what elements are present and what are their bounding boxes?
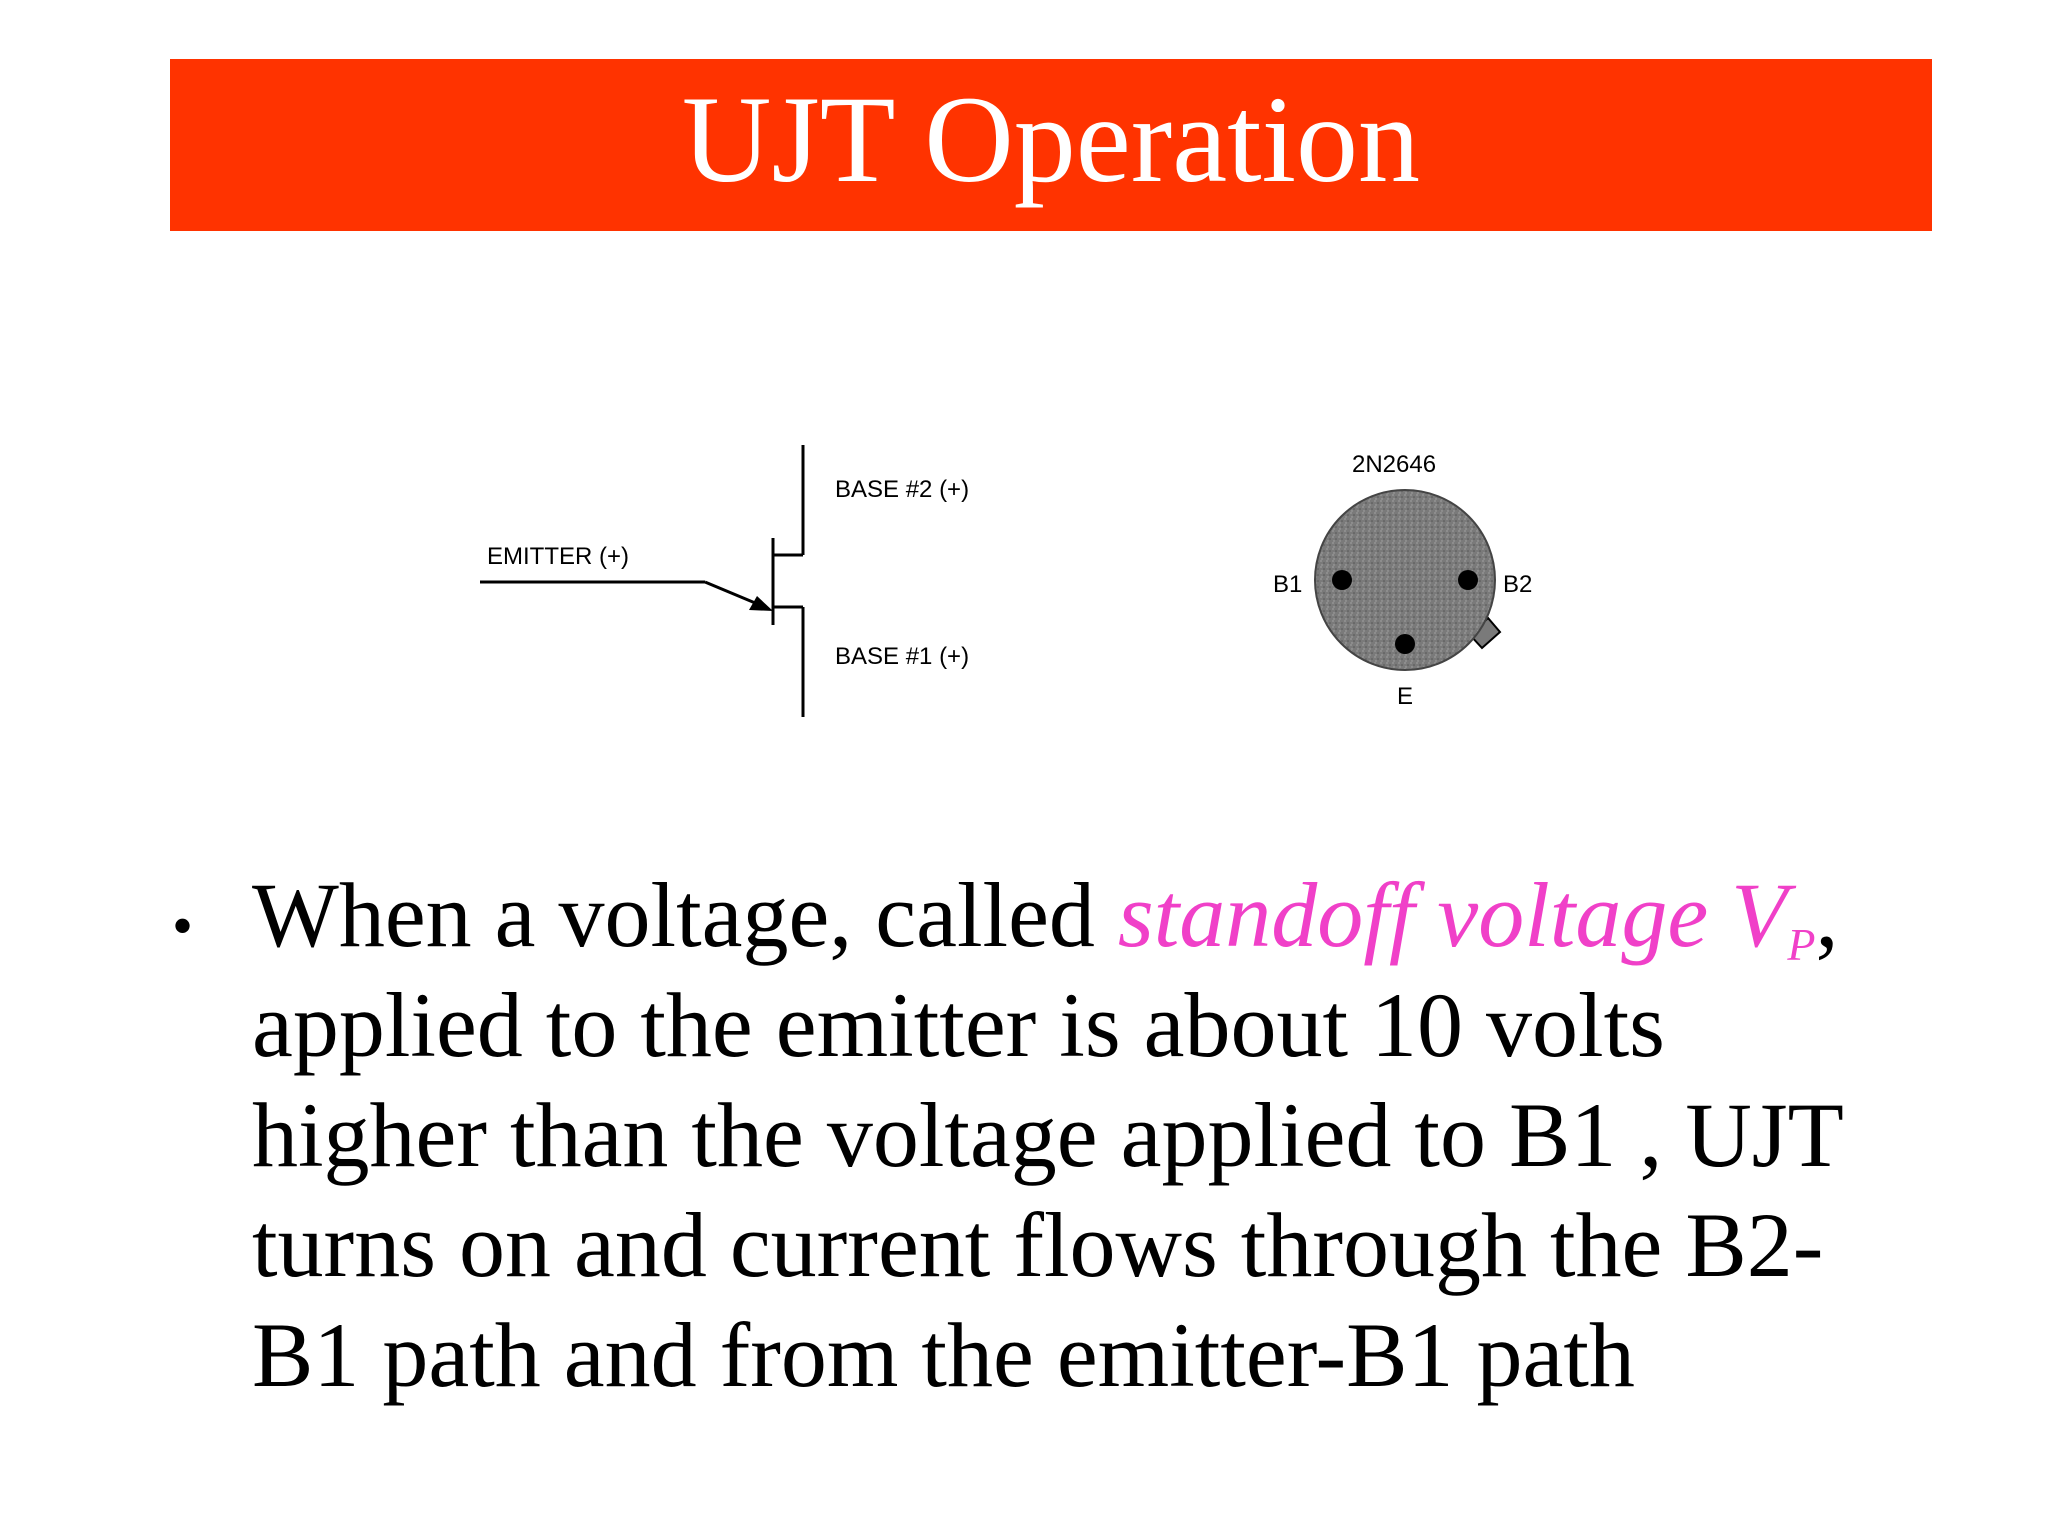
standoff-voltage-subscript: P <box>1787 919 1816 970</box>
bullet-marker: • <box>172 893 194 959</box>
to18-package <box>1314 489 1496 671</box>
pin-b2-label: B2 <box>1503 571 1532 598</box>
base1-label: BASE #1 (+) <box>835 643 969 670</box>
ujt-schematic-symbol: BASE #2 (+) EMITTER (+) BASE #1 (+) <box>480 445 969 717</box>
emitter-arrow-icon <box>749 596 773 611</box>
title-banner: UJT Operation <box>170 59 1932 231</box>
ujt-pinout-diagram: 2N2646 B1 B2 E <box>1273 451 1532 710</box>
pin-b1 <box>1332 570 1352 590</box>
pin-e-label: E <box>1397 683 1413 710</box>
standoff-voltage-text: standoff voltage V <box>1117 864 1788 966</box>
bullet-text-before: When a voltage, called <box>252 864 1118 966</box>
emitter-label: EMITTER (+) <box>487 543 629 570</box>
pin-b2 <box>1458 570 1478 590</box>
pin-e <box>1395 634 1415 654</box>
emitter-diagonal <box>704 580 761 607</box>
pin-b1-label: B1 <box>1273 571 1302 598</box>
standoff-voltage-term: standoff voltage VP <box>1117 864 1816 968</box>
slide-title: UJT Operation <box>681 71 1421 208</box>
part-number-label: 2N2646 <box>1352 451 1436 478</box>
base2-label: BASE #2 (+) <box>835 476 969 503</box>
bullet-text-after: , applied to the emitter is about 10 vol… <box>252 864 1843 1406</box>
bullet-text: When a voltage, called standoff voltage … <box>252 860 1892 1410</box>
